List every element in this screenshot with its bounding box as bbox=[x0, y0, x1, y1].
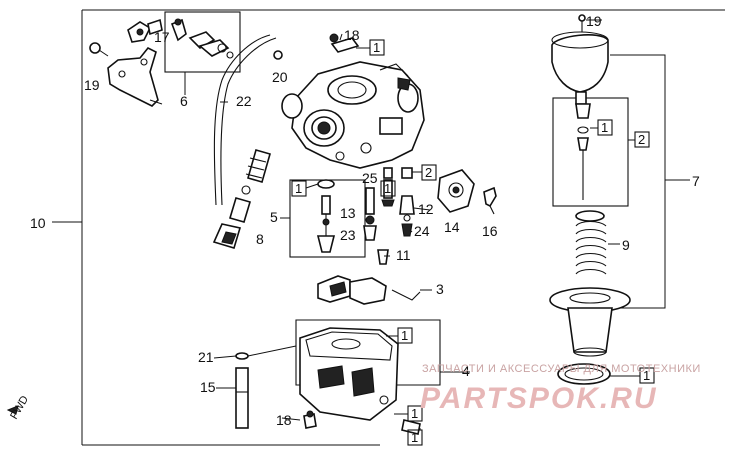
svg-text:1: 1 bbox=[401, 328, 408, 343]
callout-5: 5 bbox=[270, 209, 278, 225]
float-chamber bbox=[299, 327, 421, 435]
callout-20: 20 bbox=[272, 69, 288, 85]
callout-9: 9 bbox=[622, 237, 630, 253]
screw-18-top bbox=[329, 33, 360, 53]
callout-21: 21 bbox=[198, 349, 214, 365]
callout-19: 19 bbox=[84, 77, 100, 93]
screw-16 bbox=[483, 186, 497, 215]
svg-text:1: 1 bbox=[373, 40, 380, 55]
jet-needle bbox=[575, 103, 591, 200]
svg-text:1: 1 bbox=[295, 181, 302, 196]
group-box-6 bbox=[164, 11, 241, 95]
pilot-screw-assembly bbox=[212, 149, 271, 249]
svg-text:1: 1 bbox=[384, 181, 391, 196]
drain-plug-11 bbox=[377, 249, 389, 265]
callout-11: 11 bbox=[396, 247, 411, 263]
watermark-tagline: ЗАПЧАСТИ И АКСЕССУАРЫ ДЛЯ МОТОТЕХНИКИ bbox=[422, 363, 701, 375]
callout-13: 13 bbox=[340, 205, 356, 221]
boxed-ref-1: 1 bbox=[407, 428, 423, 446]
group-box-needle bbox=[552, 97, 635, 207]
callout-8: 8 bbox=[256, 231, 264, 247]
callout-19-right: 19 bbox=[586, 13, 602, 29]
callout-10: 10 bbox=[30, 215, 46, 231]
callout-22: 22 bbox=[236, 93, 252, 109]
callout-6: 6 bbox=[180, 93, 188, 109]
throttle-bracket bbox=[89, 18, 163, 107]
callout-16: 16 bbox=[482, 223, 498, 239]
accelerator-cover bbox=[437, 169, 475, 213]
svg-text:1: 1 bbox=[601, 120, 608, 135]
callout-numbers: 10 19 17 6 20 22 18 19 7 9 5 8 25 13 23 … bbox=[30, 13, 700, 428]
boxed-ref-1: 1 bbox=[590, 119, 613, 136]
breather-tube bbox=[213, 34, 283, 206]
boxed-ref-1: 1 bbox=[291, 180, 319, 197]
boxed-ref-1: 1 bbox=[380, 180, 396, 197]
svg-text:1: 1 bbox=[411, 406, 418, 421]
boxed-ref-1: 1 bbox=[356, 39, 385, 56]
screw-18-bottom bbox=[303, 410, 317, 429]
boxed-refs: 1 1 2 1 2 1 1 bbox=[291, 39, 655, 446]
frame-lines bbox=[52, 9, 725, 446]
fwd-label: FWD bbox=[8, 394, 31, 422]
callout-4: 4 bbox=[462, 363, 470, 379]
callout-3: 3 bbox=[436, 281, 444, 297]
callout-14: 14 bbox=[444, 219, 460, 235]
watermark-brand: PARTSPOK.RU bbox=[420, 382, 658, 415]
boxed-ref-1: 1 bbox=[394, 405, 423, 422]
boxed-ref-2: 2 bbox=[412, 164, 437, 181]
fwd-arrow-icon bbox=[6, 405, 19, 415]
carburetor-body bbox=[281, 61, 425, 169]
callout-7: 7 bbox=[692, 173, 700, 189]
float bbox=[317, 275, 432, 305]
callout-25: 25 bbox=[362, 170, 378, 186]
callout-15: 15 bbox=[200, 379, 216, 395]
group-box-4 bbox=[295, 319, 470, 386]
piston-spring bbox=[575, 210, 620, 275]
callout-leaders bbox=[213, 19, 602, 421]
callout-18-bottom: 18 bbox=[276, 412, 292, 428]
svg-text:2: 2 bbox=[638, 132, 645, 147]
svg-text:2: 2 bbox=[425, 165, 432, 180]
svg-text:1: 1 bbox=[411, 430, 418, 445]
callout-24: 24 bbox=[414, 223, 430, 239]
boxed-ref-1: 1 bbox=[610, 367, 655, 384]
float-needle-valve bbox=[316, 179, 336, 253]
o-ring bbox=[557, 363, 611, 385]
drain-tube bbox=[235, 345, 297, 429]
diaphragm-cover bbox=[551, 14, 609, 105]
choke-linkage bbox=[170, 18, 234, 59]
callout-23: 23 bbox=[340, 227, 356, 243]
svg-text:1: 1 bbox=[643, 368, 650, 383]
callout-17: 17 bbox=[154, 29, 170, 45]
boxed-ref-2: 2 bbox=[634, 131, 650, 148]
callout-18-top: 18 bbox=[344, 27, 360, 43]
boxed-ref-1: 1 bbox=[386, 327, 413, 344]
jets-and-screws bbox=[363, 167, 415, 241]
vacuum-piston bbox=[549, 287, 631, 357]
